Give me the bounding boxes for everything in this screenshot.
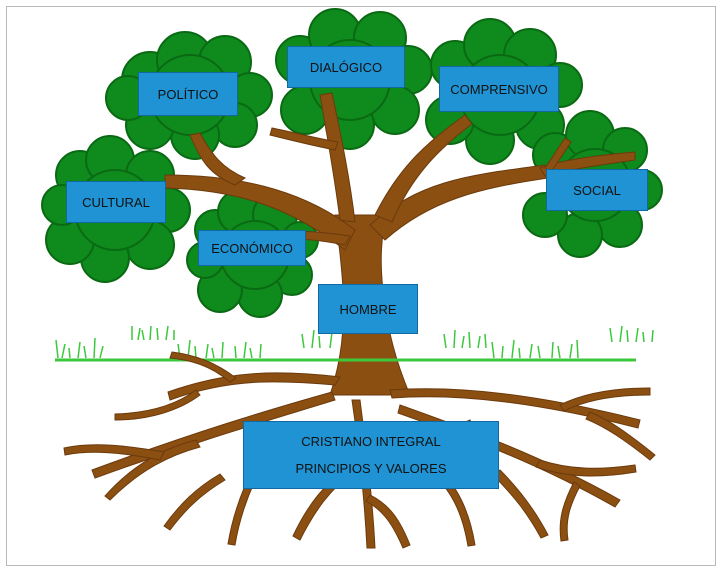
branch-comprensivo xyxy=(374,114,473,223)
label-hombre: HOMBRE xyxy=(318,284,418,334)
root-left-upper xyxy=(167,372,341,401)
label-politico-text: POLÍTICO xyxy=(157,86,219,102)
label-comprensivo: COMPRENSIVO xyxy=(439,66,559,112)
label-economico: ECONÓMICO xyxy=(198,230,306,266)
branch-dialogico xyxy=(319,92,356,223)
branch-dialogico-side xyxy=(269,127,339,151)
label-root-line1: CRISTIANO INTEGRAL xyxy=(301,434,441,449)
branch-politico xyxy=(189,132,247,186)
label-hombre-text: HOMBRE xyxy=(339,301,397,317)
label-cultural: CULTURAL xyxy=(66,181,166,223)
label-root: CRISTIANO INTEGRAL PRINCIPIOS Y VALORES xyxy=(243,421,499,489)
root-right-upper xyxy=(389,388,641,429)
label-cultural-text: CULTURAL xyxy=(82,194,150,210)
label-comprensivo-text: COMPRENSIVO xyxy=(450,81,548,97)
label-social-text: SOCIAL xyxy=(573,182,621,198)
label-social: SOCIAL xyxy=(546,169,648,211)
label-economico-text: ECONÓMICO xyxy=(211,240,293,256)
grass-tufts xyxy=(55,325,654,359)
label-politico: POLÍTICO xyxy=(138,72,238,116)
label-dialogico-text: DIALÓGICO xyxy=(309,59,383,75)
label-root-line2: PRINCIPIOS Y VALORES xyxy=(295,461,447,476)
label-dialogico: DIALÓGICO xyxy=(287,46,405,88)
ground xyxy=(55,325,654,362)
branch-social-up xyxy=(544,137,572,173)
